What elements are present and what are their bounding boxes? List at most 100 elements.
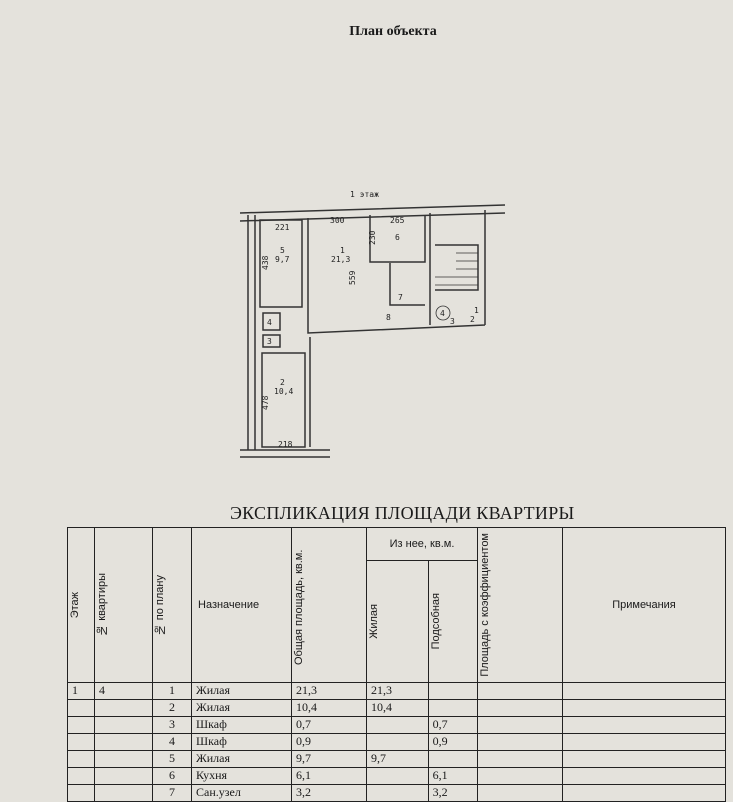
header-aux: Подсобная [429,593,442,650]
header-of-which: Из нее, кв.м. [366,526,478,562]
cell-apt [94,732,153,751]
cell-no: 2 [152,698,192,717]
cell-living [366,732,429,751]
cell-living: 21,3 [366,681,429,700]
header-living: Жилая [368,603,380,639]
cell-total: 0,7 [291,715,367,734]
cell-floor: 1 [67,681,95,700]
room-number: 8 [386,313,391,322]
stair-label: 2 [470,315,475,324]
header-coef: Площадь с коэффициентом [479,533,491,677]
room-number: 4 [267,318,272,327]
cell-floor [67,749,95,768]
page-title: План объекта [349,24,437,39]
cell-coef [477,698,563,717]
dim: 230 [368,230,377,245]
cell-aux [427,749,479,768]
cell-purpose: Сан.узел [191,783,292,802]
room-number: 7 [398,293,403,302]
dim: 300 [330,216,345,225]
cell-floor [67,732,95,751]
cell-apt [94,698,153,717]
cell-apt: 4 [94,681,153,700]
cell-purpose: Шкаф [191,715,292,734]
room-number: 1 [340,246,345,255]
room-number: 6 [395,233,400,242]
cell-total: 6,1 [291,766,367,785]
dim: 265 [390,216,405,225]
header-purpose: Назначение [191,527,292,683]
room-number: 3 [267,337,272,346]
cell-notes [562,749,726,768]
cell-no: 4 [152,732,192,751]
cell-aux [427,681,479,700]
dim: 559 [348,270,357,285]
dim: 438 [261,255,270,270]
cell-total: 9,7 [291,749,367,768]
cell-aux: 0,7 [427,715,479,734]
cell-coef [477,681,563,700]
cell-floor [67,783,95,802]
stair-label: 1 [474,306,479,315]
cell-living [366,715,429,734]
room-number: 5 [280,246,285,255]
cell-living: 10,4 [366,698,429,717]
cell-aux [427,698,479,717]
cell-no: 1 [152,681,192,700]
cell-coef [477,766,563,785]
header-apt: № квартиры [96,573,108,637]
cell-coef [477,732,563,751]
cell-no: 6 [152,766,192,785]
cell-notes [562,732,726,751]
explication-table: Этаж № квартиры № по плану Назначение Об… [67,526,726,802]
cell-purpose: Жилая [191,681,292,700]
cell-notes [562,715,726,734]
header-plan-no: № по плану [154,574,166,635]
cell-notes [562,783,726,802]
cell-total: 3,2 [291,783,367,802]
header-floor: Этаж [69,591,81,618]
cell-apt [94,783,153,802]
cell-total: 10,4 [291,698,367,717]
cell-floor [67,715,95,734]
cell-notes [562,698,726,717]
cell-floor [67,698,95,717]
stair-label: 3 [450,317,455,326]
floor-plan: 1 этаж 221 300 265 230 438 559 478 218 5… [239,190,506,458]
cell-purpose: Кухня [191,766,292,785]
dim: 221 [275,223,290,232]
room-number: 2 [280,378,285,387]
cell-no: 7 [152,783,192,802]
cell-purpose: Жилая [191,749,292,768]
header-notes: Примечания [562,527,726,683]
cell-purpose: Жилая [191,698,292,717]
cell-purpose: Шкаф [191,732,292,751]
dim: 218 [278,440,293,449]
cell-aux: 6,1 [427,766,479,785]
cell-notes [562,766,726,785]
stair-label: 4 [440,309,445,318]
cell-total: 0,9 [291,732,367,751]
dim: 478 [261,395,270,410]
room-area: 10,4 [274,387,293,396]
header-total: Общая площадь, кв.м. [293,549,305,665]
cell-floor [67,766,95,785]
cell-no: 5 [152,749,192,768]
cell-apt [94,749,153,768]
cell-aux: 3,2 [427,783,479,802]
room-area: 9,7 [275,255,290,264]
cell-living [366,783,429,802]
cell-aux: 0,9 [427,732,479,751]
cell-no: 3 [152,715,192,734]
cell-total: 21,3 [291,681,367,700]
cell-coef [477,749,563,768]
cell-notes [562,681,726,700]
cell-coef [477,715,563,734]
